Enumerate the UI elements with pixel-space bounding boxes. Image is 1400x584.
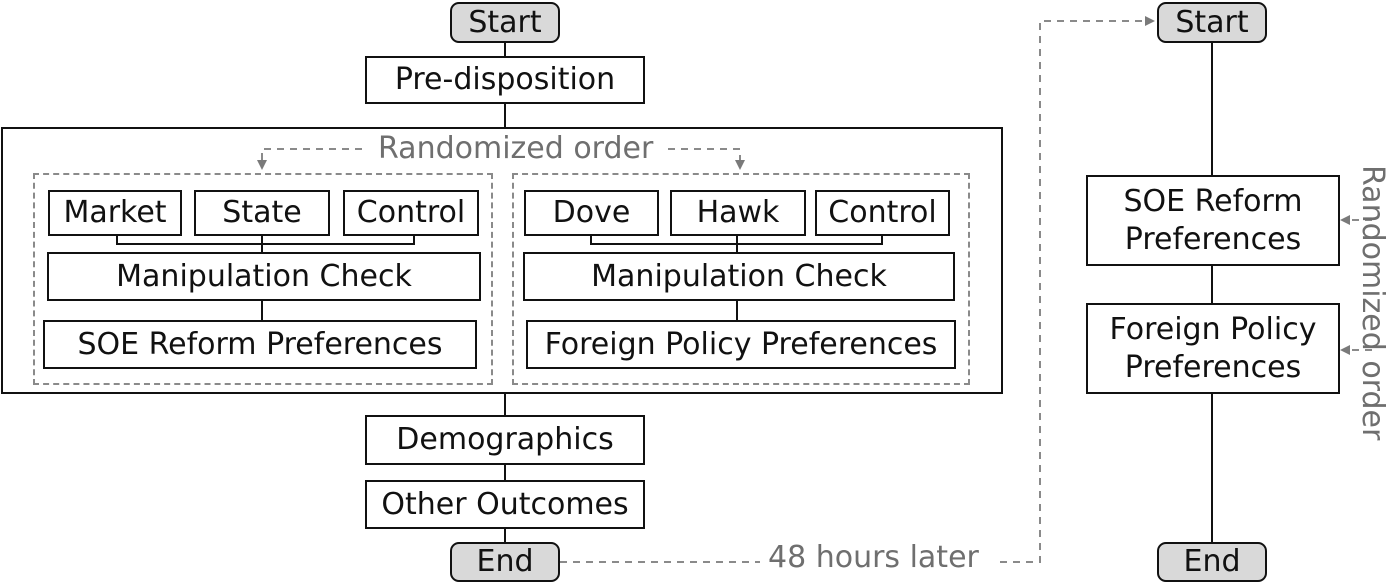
fp-arm-hawk-label: Hawk xyxy=(696,195,780,231)
followup-soe-node: SOE Reform Preferences xyxy=(1086,175,1340,266)
followup-start-label: Start xyxy=(1175,4,1249,40)
followup-soe-label: SOE Reform Preferences xyxy=(1123,184,1303,257)
randomized-order-label: Randomized order xyxy=(372,131,660,166)
soe-experiment-group xyxy=(33,173,493,385)
soe-arm-control-label: Control xyxy=(356,195,466,231)
soe-arm-state: State xyxy=(194,190,330,236)
fp-arm-control: Control xyxy=(815,190,950,236)
start-node: Start xyxy=(450,2,560,43)
fp-outcome-label: Foreign Policy Preferences xyxy=(544,326,938,362)
fp-arm-dove: Dove xyxy=(524,190,659,236)
followup-fp-node: Foreign Policy Preferences xyxy=(1086,303,1340,394)
fp-manipulation-check: Manipulation Check xyxy=(523,252,955,301)
followup-delay-label: 48 hours later xyxy=(764,540,983,575)
soe-arms-bracket xyxy=(116,235,415,252)
predisposition-node: Pre-disposition xyxy=(365,56,645,104)
demographics-node: Demographics xyxy=(365,415,645,465)
soe-outcome: SOE Reform Preferences xyxy=(43,320,477,369)
followup-randomized-order-label: Randomized order xyxy=(1355,165,1390,441)
soe-arm-market-label: Market xyxy=(63,195,167,231)
soe-manipulation-check-label: Manipulation Check xyxy=(116,258,412,294)
fp-arm-control-label: Control xyxy=(828,195,937,231)
soe-manipulation-check: Manipulation Check xyxy=(47,252,481,301)
soe-arm-control: Control xyxy=(343,190,479,236)
followup-start-node: Start xyxy=(1157,2,1267,43)
soe-arm-market: Market xyxy=(48,190,182,236)
followup-path-right xyxy=(1000,16,1155,563)
soe-outcome-label: SOE Reform Preferences xyxy=(77,326,443,362)
soe-arm-state-label: State xyxy=(222,195,302,231)
predisposition-label: Pre-disposition xyxy=(394,62,616,98)
fp-manipulation-check-label: Manipulation Check xyxy=(591,258,887,294)
followup-end-node: End xyxy=(1157,542,1267,582)
fp-experiment-group xyxy=(512,173,970,385)
demographics-label: Demographics xyxy=(396,422,614,458)
fp-arm-dove-label: Dove xyxy=(552,195,631,231)
followup-fp-label: Foreign Policy Preferences xyxy=(1109,312,1317,385)
followup-end-label: End xyxy=(1183,544,1241,580)
end-node: End xyxy=(450,542,560,582)
other-outcomes-node: Other Outcomes xyxy=(365,480,645,529)
fp-arm-hawk: Hawk xyxy=(670,190,806,236)
end-label: End xyxy=(476,544,534,580)
start-label: Start xyxy=(468,4,542,40)
fp-outcome: Foreign Policy Preferences xyxy=(526,320,956,369)
experiment-block xyxy=(1,127,1003,394)
randomized-arrow-right xyxy=(668,148,745,170)
fp-arms-bracket xyxy=(590,235,883,252)
other-outcomes-label: Other Outcomes xyxy=(381,486,629,522)
